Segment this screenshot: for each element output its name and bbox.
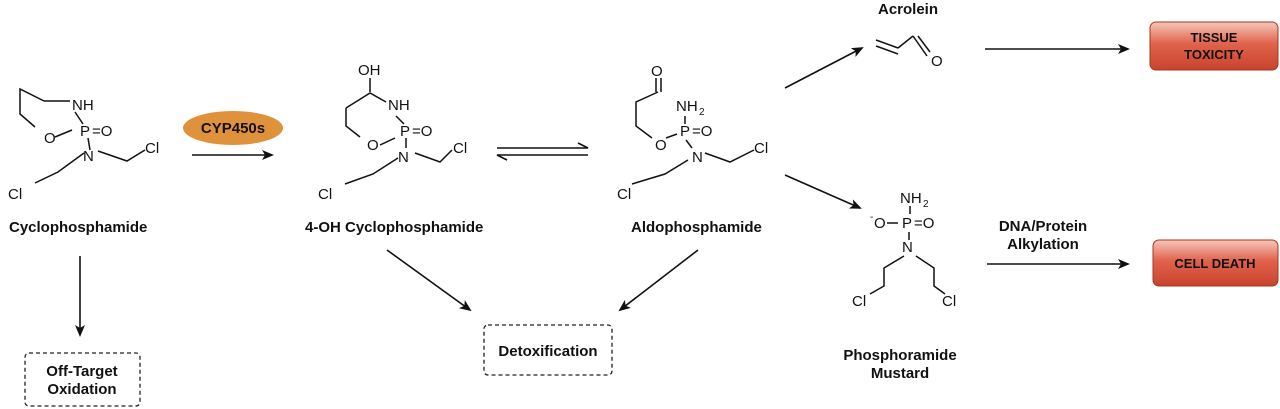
atom-cl: Cl bbox=[617, 186, 631, 203]
enzyme-label: CYP450s bbox=[201, 120, 265, 137]
cell-death-text: CELL DEATH bbox=[1174, 256, 1255, 271]
atom-nh: NH bbox=[388, 97, 410, 114]
atom-o: O bbox=[367, 137, 379, 154]
hydroxy-structure: OH NH P =O O N Cl Cl bbox=[318, 62, 467, 203]
acrolein-structure: O bbox=[875, 35, 943, 70]
mustard-structure: NH 2 - O P =O N Cl Cl bbox=[852, 190, 956, 310]
offtarget-line2: Oxidation bbox=[47, 381, 116, 398]
arrow-hydroxy-to-detox bbox=[386, 249, 472, 312]
atom-minus: - bbox=[870, 212, 873, 223]
atom-nh: NH bbox=[72, 97, 94, 114]
acrolein-label: Acrolein bbox=[878, 1, 938, 18]
atom-cl: Cl bbox=[145, 140, 159, 157]
atom-nh2: NH bbox=[900, 190, 922, 207]
detox-text: Detoxification bbox=[498, 343, 597, 360]
atom-cl: Cl bbox=[754, 140, 768, 157]
mustard-label-line1: Phosphoramide bbox=[843, 347, 956, 364]
arrow-to-acrolein bbox=[784, 47, 864, 89]
atom-cl: Cl bbox=[318, 186, 332, 203]
atom-p: P bbox=[400, 123, 410, 140]
atom-n: N bbox=[692, 149, 703, 166]
tissue-toxicity-box bbox=[1149, 21, 1279, 71]
atom-subscript: 2 bbox=[923, 199, 929, 210]
atom-n: N bbox=[902, 239, 913, 256]
tissue-line1: TISSUE bbox=[1191, 30, 1238, 45]
atom-oh: OH bbox=[358, 62, 381, 79]
atom-cl: Cl bbox=[453, 140, 467, 157]
detox-box bbox=[483, 324, 613, 376]
mustard-label-line2: Mustard bbox=[871, 365, 929, 382]
cyclophosphamide-label: Cyclophosphamide bbox=[9, 219, 147, 236]
atom-p: P bbox=[902, 215, 912, 232]
hydroxy-label: 4-OH Cyclophosphamide bbox=[305, 219, 483, 236]
cyclophosphamide-structure: NH P =O O N Cl Cl bbox=[8, 87, 159, 203]
arrow-aldo-to-detox bbox=[618, 249, 699, 312]
atom-cl: Cl bbox=[942, 293, 956, 310]
offtarget-box bbox=[24, 352, 141, 407]
atom-p: P bbox=[80, 123, 90, 140]
atom-minus-o: O bbox=[874, 215, 886, 232]
atom-p: P bbox=[680, 123, 690, 140]
atom-eqo: =O bbox=[692, 123, 712, 140]
atom-o: O bbox=[931, 53, 943, 70]
atom-eqo: =O bbox=[92, 123, 112, 140]
atom-subscript: 2 bbox=[699, 107, 705, 118]
atom-n: N bbox=[398, 149, 409, 166]
atom-o: O bbox=[44, 130, 56, 147]
equilibrium-arrows bbox=[496, 142, 589, 161]
aldo-structure: O NH 2 P =O O N Cl Cl bbox=[617, 63, 768, 203]
alkylation-line2: Alkylation bbox=[1007, 236, 1079, 253]
offtarget-line1: Off-Target bbox=[46, 363, 117, 380]
atom-o: O bbox=[651, 63, 663, 80]
alkylation-line1: DNA/Protein bbox=[999, 218, 1087, 235]
atom-cl: Cl bbox=[852, 293, 866, 310]
arrow-to-mustard bbox=[784, 174, 862, 209]
atom-n: N bbox=[83, 148, 94, 165]
tissue-line2: TOXICITY bbox=[1184, 47, 1244, 62]
atom-cl: Cl bbox=[8, 186, 22, 203]
enzyme-ellipse bbox=[183, 111, 283, 145]
atom-eqo: =O bbox=[412, 123, 432, 140]
atom-o: O bbox=[655, 137, 667, 154]
atom-eqo: =O bbox=[914, 215, 934, 232]
atom-nh2: NH bbox=[676, 98, 698, 115]
cell-death-box bbox=[1152, 239, 1279, 287]
aldo-label: Aldophosphamide bbox=[631, 219, 762, 236]
